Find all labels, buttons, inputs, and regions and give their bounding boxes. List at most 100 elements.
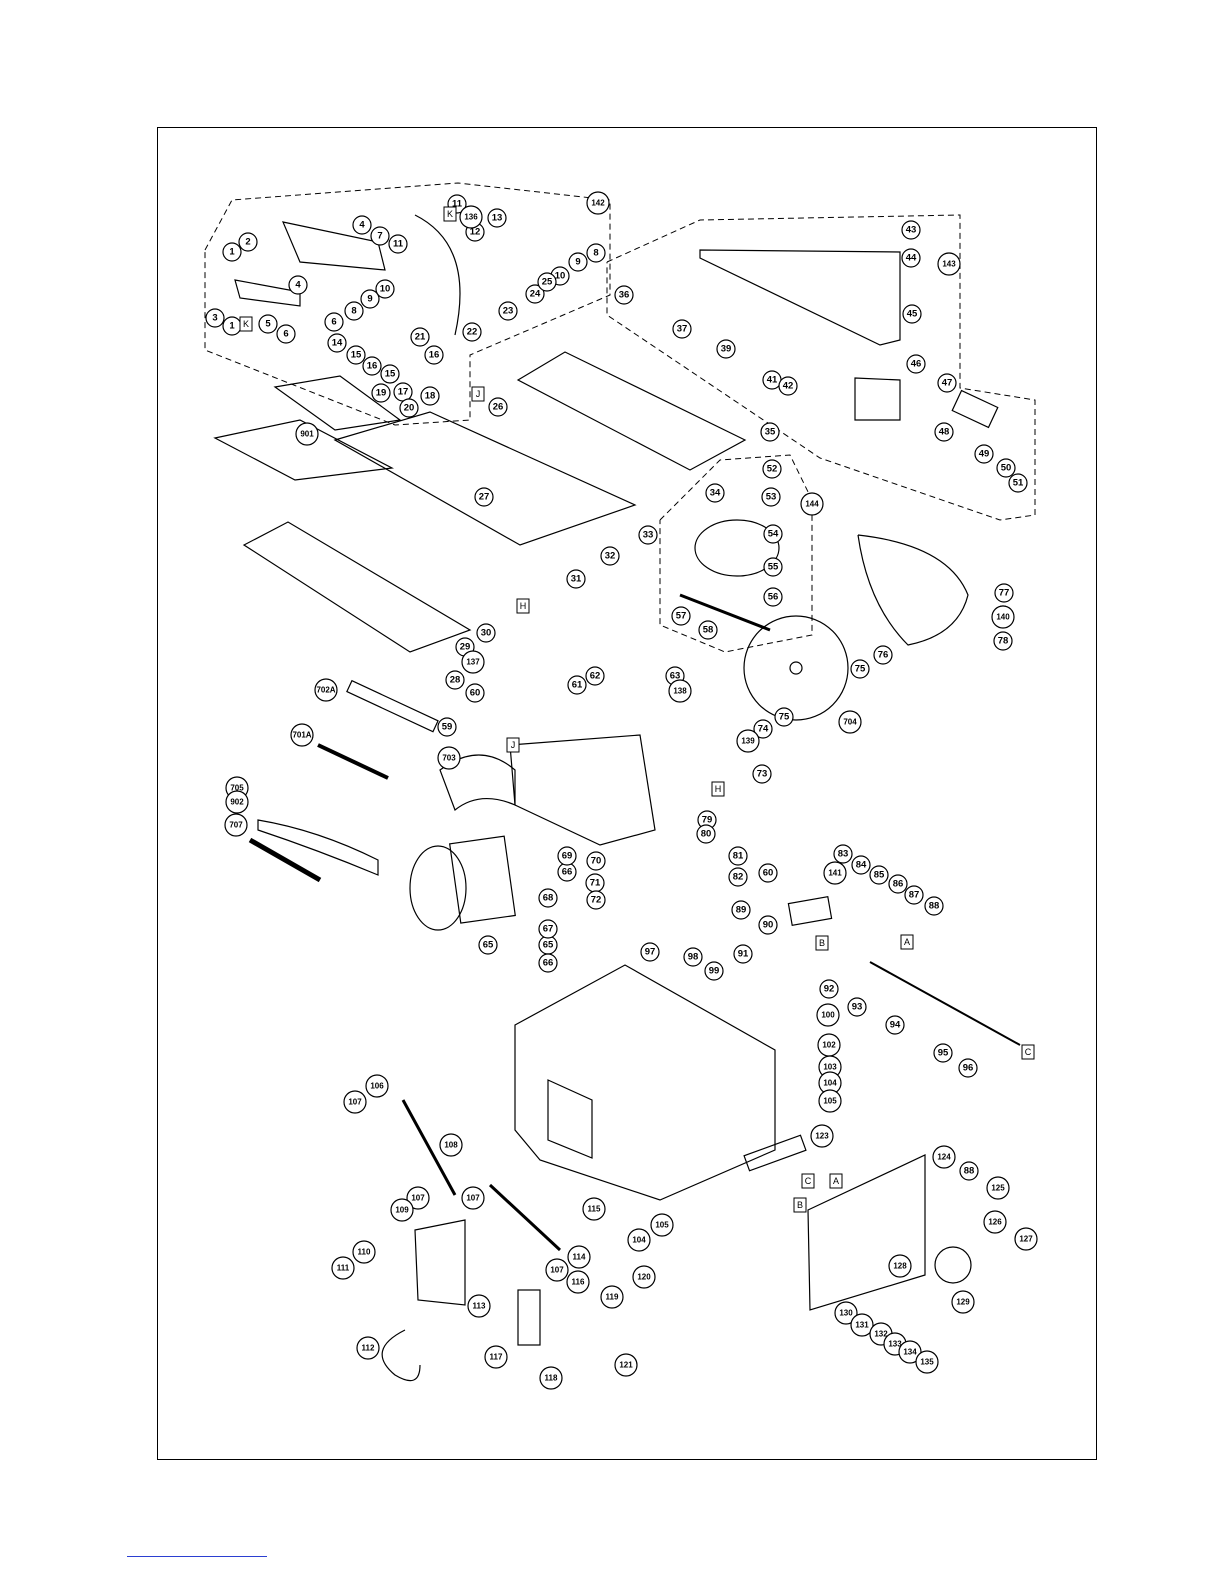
callout-78: 78 [993,631,1013,651]
callout-142: 142 [586,191,610,215]
group-outline-144 [659,454,813,653]
svg-text:136: 136 [464,213,478,222]
callout-126: 126 [983,1210,1007,1234]
svg-text:112: 112 [362,1344,375,1353]
left-extension-table [242,521,472,653]
svg-text:91: 91 [738,949,749,960]
svg-text:97: 97 [645,947,656,958]
callout-138: 138 [668,679,692,703]
reference-letter-K-2: K [239,316,253,332]
callout-114: 114 [567,1245,591,1269]
callout-75: 75 [850,659,870,679]
svg-text:15: 15 [385,369,396,380]
svg-text:A: A [904,937,910,947]
callout-118: 118 [539,1366,563,1390]
svg-text:12: 12 [470,227,481,238]
callout-48: 48 [934,422,954,442]
svg-text:119: 119 [606,1293,619,1302]
svg-text:106: 106 [370,1082,384,1091]
svg-text:74: 74 [758,724,769,735]
guard-bracket [234,279,301,307]
svg-text:K: K [447,209,453,219]
svg-text:67: 67 [543,924,554,935]
svg-text:113: 113 [473,1302,486,1311]
callout-24: 24 [525,284,545,304]
callout-14: 14 [327,333,347,353]
svg-text:49: 49 [979,449,990,460]
callout-71: 71 [585,873,605,893]
svg-text:13: 13 [492,213,503,224]
reference-letter-A-2: A [829,1173,843,1189]
svg-text:34: 34 [710,488,721,499]
svg-text:19: 19 [376,388,387,399]
callout-20: 20 [399,398,419,418]
svg-text:76: 76 [878,650,889,661]
callout-144: 144 [800,492,824,516]
callout-41: 41 [762,370,782,390]
svg-text:61: 61 [572,680,583,691]
callout-92: 92 [819,979,839,999]
svg-text:103: 103 [823,1063,837,1072]
callout-62: 62 [585,666,605,686]
svg-text:17: 17 [398,387,409,398]
svg-text:75: 75 [855,664,866,675]
callout-85: 85 [869,865,889,885]
svg-text:7: 7 [377,231,382,242]
diagram-frame [157,127,1097,1460]
callout-104-2: 104 [627,1228,651,1252]
callout-707: 707 [224,813,248,837]
svg-text:107: 107 [466,1194,480,1203]
callout-57: 57 [671,606,691,626]
reference-letter-B: B [815,935,829,951]
callout-51: 51 [1008,473,1028,493]
callout-6-2: 6 [324,312,344,332]
svg-text:53: 53 [766,492,777,503]
callout-107: 107 [343,1090,367,1114]
svg-text:46: 46 [911,359,922,370]
svg-text:8: 8 [351,306,356,317]
reference-letter-C-2: C [801,1173,815,1189]
callout-58: 58 [698,620,718,640]
svg-text:108: 108 [444,1141,458,1150]
callout-76: 76 [873,645,893,665]
svg-text:2: 2 [245,237,250,248]
callout-28: 28 [445,670,465,690]
svg-text:95: 95 [938,1048,949,1059]
tilt-link-114 [488,1183,562,1252]
callout-80: 80 [696,824,716,844]
svg-text:134: 134 [903,1348,917,1357]
svg-text:9: 9 [367,294,372,305]
callout-6: 6 [276,324,296,344]
callout-115: 115 [582,1197,606,1221]
callout-52: 52 [762,459,782,479]
callout-94: 94 [885,1015,905,1035]
svg-text:81: 81 [733,851,744,862]
svg-text:85: 85 [874,870,885,881]
callout-98: 98 [683,947,703,967]
svg-text:86: 86 [893,879,904,890]
callout-131: 131 [850,1313,874,1337]
switch-box [414,1219,466,1306]
svg-text:28: 28 [450,675,461,686]
callout-66: 66 [557,862,577,882]
svg-text:18: 18 [425,391,436,402]
callout-75-2: 75 [774,707,794,727]
svg-text:20: 20 [404,403,415,414]
svg-text:30: 30 [481,628,492,639]
svg-text:75: 75 [779,712,790,723]
push-stick-705 [257,819,379,876]
svg-text:10: 10 [380,284,391,295]
svg-text:141: 141 [828,869,842,878]
group-outlines [204,182,1036,653]
svg-text:131: 131 [855,1321,869,1330]
callout-27: 27 [474,487,494,507]
svg-text:37: 37 [677,324,688,335]
callout-23: 23 [498,301,518,321]
svg-text:93: 93 [852,1002,863,1013]
svg-text:107: 107 [411,1194,425,1203]
svg-text:24: 24 [530,289,541,300]
svg-text:72: 72 [591,895,602,906]
svg-text:60: 60 [763,868,774,879]
svg-text:71: 71 [590,878,601,889]
